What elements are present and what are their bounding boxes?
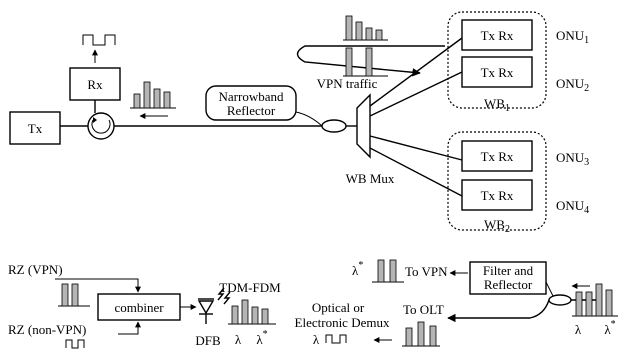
demux-lambda-label: λ bbox=[313, 332, 320, 347]
filter-reflector-box bbox=[469, 261, 547, 295]
filter-label-2: Reflector bbox=[484, 277, 533, 292]
rz-non-vpn-pulse-icon bbox=[65, 339, 85, 349]
to-vpn-label: To VPN bbox=[405, 264, 448, 279]
rx-lambda-star-label: λ* bbox=[604, 319, 615, 337]
reflector-label-2: Reflector bbox=[227, 103, 276, 118]
rx-lambda-label: λ bbox=[575, 322, 582, 337]
rx-pulse-icon bbox=[82, 34, 116, 46]
fiber-onu1 bbox=[369, 37, 463, 107]
onu1-label: ONU1 bbox=[556, 28, 589, 46]
vpn-spectrum-bottom-icon bbox=[343, 47, 388, 77]
filter-tap bbox=[545, 281, 554, 297]
dfb-lambda-star-label: λ* bbox=[256, 329, 267, 347]
onu2-label: ONU2 bbox=[556, 76, 589, 94]
narrowband-reflector-box bbox=[205, 85, 297, 121]
txrx-box-3 bbox=[461, 140, 533, 172]
demux-label-1: Optical or bbox=[312, 300, 365, 315]
txrx-label-3: Tx Rx bbox=[481, 149, 514, 164]
rx-coupler-icon bbox=[548, 294, 572, 306]
rx-label: Rx bbox=[87, 77, 103, 92]
demux-label-2: Electronic Demux bbox=[295, 315, 390, 330]
tx-spectrum-icon bbox=[130, 81, 176, 109]
circulator-arrow-icon bbox=[93, 117, 97, 123]
coupler-icon bbox=[321, 119, 347, 133]
txrx-label-2: Tx Rx bbox=[481, 65, 514, 80]
txrx-box-2 bbox=[461, 56, 533, 88]
dfb-spectrum-icon bbox=[228, 299, 276, 325]
vpn-spectrum-top-icon bbox=[343, 15, 388, 41]
fiber-onu4 bbox=[369, 147, 463, 197]
txrx-box-1 bbox=[461, 19, 533, 51]
circulator-arc bbox=[91, 119, 111, 134]
wb1-group bbox=[447, 11, 547, 109]
dfb-laser-icon bbox=[197, 287, 231, 324]
combiner-box bbox=[97, 293, 181, 321]
vpn-output-spectrum-icon bbox=[372, 259, 404, 283]
wb1-label: WB1 bbox=[484, 96, 510, 114]
to-olt-label: To OLT bbox=[403, 302, 444, 317]
vpn-traffic-label: VPN traffic bbox=[317, 76, 378, 91]
reflector-tap bbox=[295, 111, 323, 127]
tx-label: Tx bbox=[28, 121, 43, 136]
wb2-label: WB2 bbox=[484, 217, 510, 235]
tdm-fdm-label: TDM-FDM bbox=[219, 280, 281, 295]
txrx-label-1: Tx Rx bbox=[481, 28, 514, 43]
nonvpn-to-combiner-arrow bbox=[118, 321, 141, 335]
vpn-lambda-star-label: λ* bbox=[352, 260, 363, 278]
to-olt-arrow bbox=[447, 299, 550, 323]
rx-box bbox=[69, 67, 121, 101]
reflector-label-1: Narrowband bbox=[219, 89, 284, 104]
vpn-loop-arrow bbox=[296, 45, 445, 77]
filter-label-1: Filter and bbox=[483, 263, 534, 278]
combiner-label: combiner bbox=[114, 300, 164, 315]
txrx-box-4 bbox=[461, 179, 533, 211]
tx-box bbox=[9, 111, 61, 145]
rz-vpn-pulse-icon bbox=[58, 283, 90, 307]
dfb-label: DFB bbox=[195, 333, 221, 348]
onu4-label: ONU4 bbox=[556, 198, 589, 216]
olt-spectrum-icon bbox=[402, 321, 440, 347]
fiber-onu3 bbox=[369, 135, 463, 161]
rx-input-spectrum-icon bbox=[572, 283, 618, 317]
vpn-to-combiner-arrow bbox=[55, 278, 141, 293]
rz-vpn-label: RZ (VPN) bbox=[8, 262, 63, 277]
dfb-lambda-label: λ bbox=[235, 332, 242, 347]
txrx-label-4: Tx Rx bbox=[481, 188, 514, 203]
rz-non-vpn-label: RZ (non-VPN) bbox=[8, 322, 86, 337]
onu3-label: ONU3 bbox=[556, 150, 589, 168]
wb-mux-icon bbox=[356, 93, 371, 159]
demux-pulse-icon bbox=[325, 334, 347, 344]
wb-mux-label: WB Mux bbox=[346, 171, 395, 186]
fiber-onu2 bbox=[369, 71, 463, 117]
